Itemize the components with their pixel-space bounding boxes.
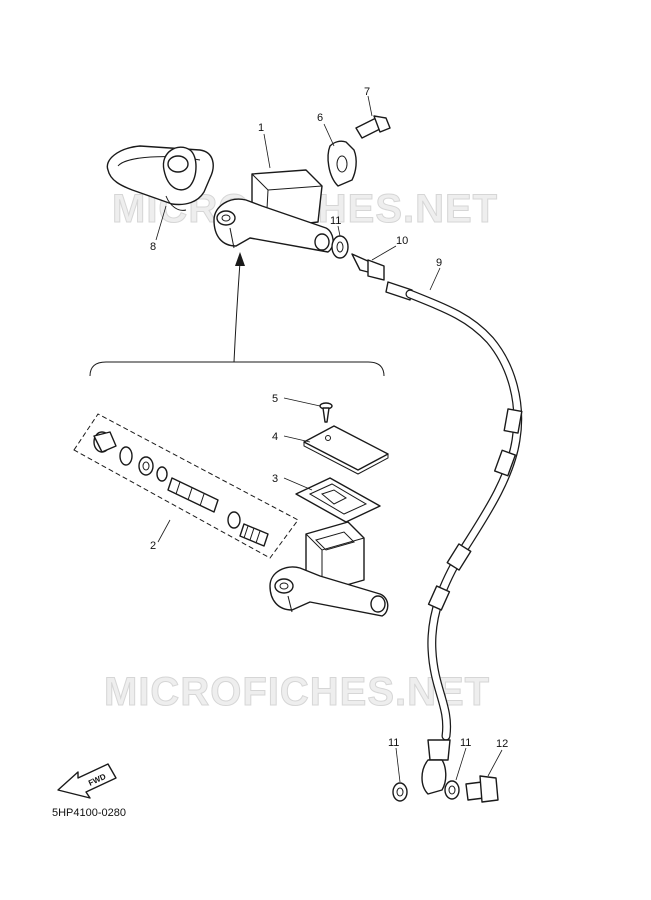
callout-4: 4 (272, 431, 278, 443)
callout-12: 12 (496, 738, 508, 750)
callout-7: 7 (364, 86, 370, 98)
callout-3: 3 (272, 473, 278, 485)
part-7-bolt[interactable] (355, 115, 391, 139)
watermark-bottom: MICROFICHES.NET (104, 670, 490, 714)
diagram-code: 5HP4100-0280 (52, 807, 127, 819)
part-9-brake-hose[interactable] (385, 281, 523, 795)
exploded-view-bracket (89, 252, 385, 377)
callout-10: 10 (396, 235, 408, 247)
part-11-copper-washer-left[interactable] (392, 782, 408, 802)
master-cylinder-body[interactable] (269, 521, 389, 617)
callout-5: 5 (272, 393, 278, 405)
part-11-copper-washer-top[interactable] (331, 235, 349, 259)
part-2-master-cylinder-kit[interactable] (73, 413, 299, 559)
part-11-copper-washer-right[interactable] (444, 780, 460, 800)
part-1-master-cylinder[interactable] (213, 169, 334, 253)
part-5-screw[interactable] (319, 402, 333, 423)
callout-1: 1 (258, 122, 264, 134)
callout-11-top: 11 (330, 215, 341, 227)
callout-6: 6 (317, 112, 323, 124)
callout-8: 8 (150, 241, 156, 253)
callout-2: 2 (150, 540, 156, 552)
part-3-diaphragm[interactable] (295, 477, 381, 523)
part-8-lever-cover[interactable] (106, 145, 214, 211)
fwd-arrow-icon: FWD (57, 763, 117, 799)
part-4-cover[interactable] (303, 425, 389, 475)
callout-11-bottom-left: 11 (388, 737, 399, 749)
callout-11-bottom-right: 11 (460, 737, 471, 749)
part-6-holder[interactable] (327, 140, 357, 187)
leader-lines (155, 95, 503, 783)
part-10-union-bolt[interactable] (351, 253, 385, 281)
callout-9: 9 (436, 257, 442, 269)
part-12-union-bolt[interactable] (465, 775, 499, 803)
